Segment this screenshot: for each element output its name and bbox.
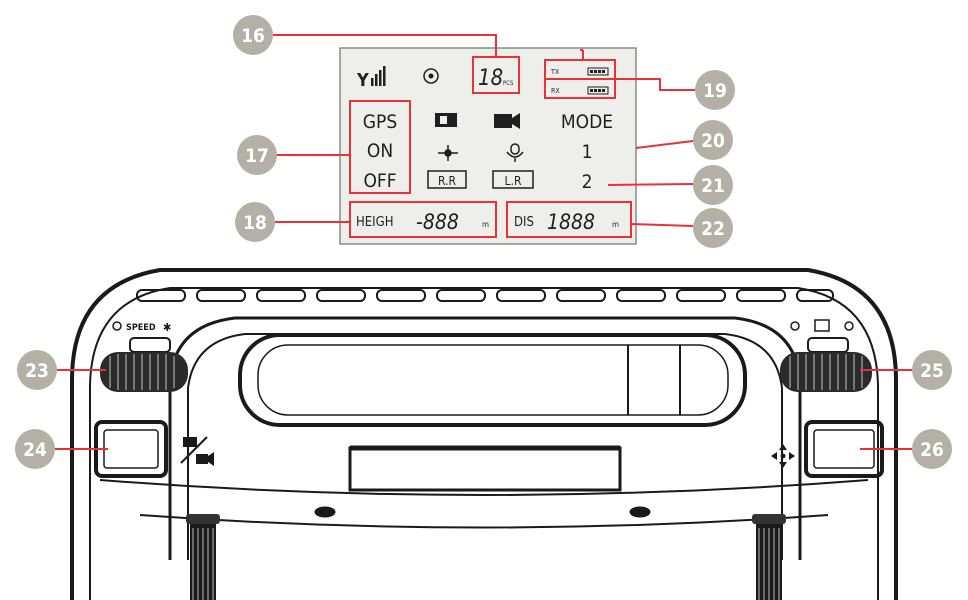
rx-battery-icon xyxy=(587,86,609,95)
gimbal-dot-right-icon xyxy=(844,321,854,331)
callout-17: 17 xyxy=(237,135,277,175)
svg-text:24: 24 xyxy=(23,439,47,461)
callout-21: 21 xyxy=(693,165,733,205)
speed-plus-icon: ✱ xyxy=(163,321,171,334)
distance-value: 1888 xyxy=(547,210,595,234)
distance-highlight xyxy=(506,201,632,238)
satellite-count-unit: PCS xyxy=(503,80,514,87)
svg-text:Y: Y xyxy=(356,70,369,91)
controller-inner-shell xyxy=(89,287,879,600)
callout-25: 25 xyxy=(912,350,952,390)
distance-label: DIS xyxy=(514,215,534,230)
distance-unit: m xyxy=(612,220,619,229)
mode-label: MODE xyxy=(561,111,613,133)
callout-16: 16 xyxy=(233,15,273,55)
svg-text:16: 16 xyxy=(241,25,265,47)
speed-minus-icon xyxy=(112,321,122,331)
height-highlight xyxy=(349,201,497,238)
photo-video-switch-icon xyxy=(180,436,214,466)
svg-text:17: 17 xyxy=(245,145,269,167)
speed-label: SPEED xyxy=(126,323,156,333)
callout-22: 22 xyxy=(693,208,733,248)
height-value: -888 xyxy=(416,210,459,234)
rate-l-indicator: L.R xyxy=(492,170,534,189)
gps-satellite-icon xyxy=(423,68,439,84)
gimbal-dot-left-icon xyxy=(790,321,800,331)
tx-battery-label: TX xyxy=(550,68,560,76)
callout-19: 19 xyxy=(695,70,735,110)
gps-off-label: OFF xyxy=(363,170,396,192)
rate-r-indicator: R.R xyxy=(427,170,467,189)
svg-text:21: 21 xyxy=(701,175,725,197)
callout-23: 23 xyxy=(17,350,57,390)
bottom-plate xyxy=(348,446,622,492)
photo-icon xyxy=(435,113,457,127)
right-dial[interactable] xyxy=(780,337,872,392)
lower-shell xyxy=(99,479,869,496)
controller-outer-shell xyxy=(70,268,898,600)
foot-left xyxy=(314,506,336,518)
phone-clamp-inner xyxy=(257,344,729,416)
lcd-panel xyxy=(339,47,637,245)
rx-battery-label: RX xyxy=(551,87,560,95)
tx-battery-icon xyxy=(587,67,609,76)
signal-strength-icon: Y xyxy=(356,66,386,91)
callout-24: 24 xyxy=(15,429,55,469)
left-antenna[interactable] xyxy=(186,514,220,600)
callout-26: 26 xyxy=(912,429,952,469)
svg-text:18: 18 xyxy=(243,212,267,234)
left-dial[interactable] xyxy=(100,337,188,392)
speed-indicator: SPEED ✱ xyxy=(112,321,171,334)
microphone-icon xyxy=(506,143,524,162)
phone-clamp xyxy=(238,333,747,427)
callout-20: 20 xyxy=(693,120,733,160)
rate-r-label: R.R xyxy=(438,174,457,188)
mode-1-value: 1 xyxy=(582,141,593,163)
callout-18: 18 xyxy=(235,202,275,242)
height-label: HEIGH xyxy=(356,215,394,230)
drone-icon xyxy=(438,145,458,161)
satellite-count-value: 18 xyxy=(478,66,503,91)
lower-shell-2 xyxy=(139,514,829,529)
dpad-icon xyxy=(771,444,795,468)
rate-l-label: L.R xyxy=(505,174,522,188)
foot-right xyxy=(629,506,651,518)
svg-text:26: 26 xyxy=(920,439,944,461)
gps-label: GPS xyxy=(363,111,397,133)
lcd-screen: Y 18 PCS TX RX GP xyxy=(339,47,637,245)
vent-slots xyxy=(136,289,834,302)
svg-text:25: 25 xyxy=(920,360,944,382)
mode-2-value: 2 xyxy=(582,171,593,193)
controller-body xyxy=(70,268,898,600)
svg-text:23: 23 xyxy=(25,360,49,382)
svg-text:20: 20 xyxy=(701,130,725,152)
svg-text:22: 22 xyxy=(701,218,725,240)
svg-text:19: 19 xyxy=(703,80,727,102)
gps-highlight xyxy=(349,100,411,194)
gps-on-label: ON xyxy=(367,140,393,162)
gimbal-camera-icon xyxy=(814,319,830,332)
video-icon xyxy=(494,113,520,129)
callout-leaders xyxy=(55,34,912,450)
height-unit: m xyxy=(482,220,489,229)
right-antenna[interactable] xyxy=(752,514,786,600)
callout-badges: 16 17 18 19 20 21 22 23 xyxy=(15,15,952,469)
handle-recess xyxy=(168,316,802,560)
gimbal-indicator xyxy=(790,319,854,332)
